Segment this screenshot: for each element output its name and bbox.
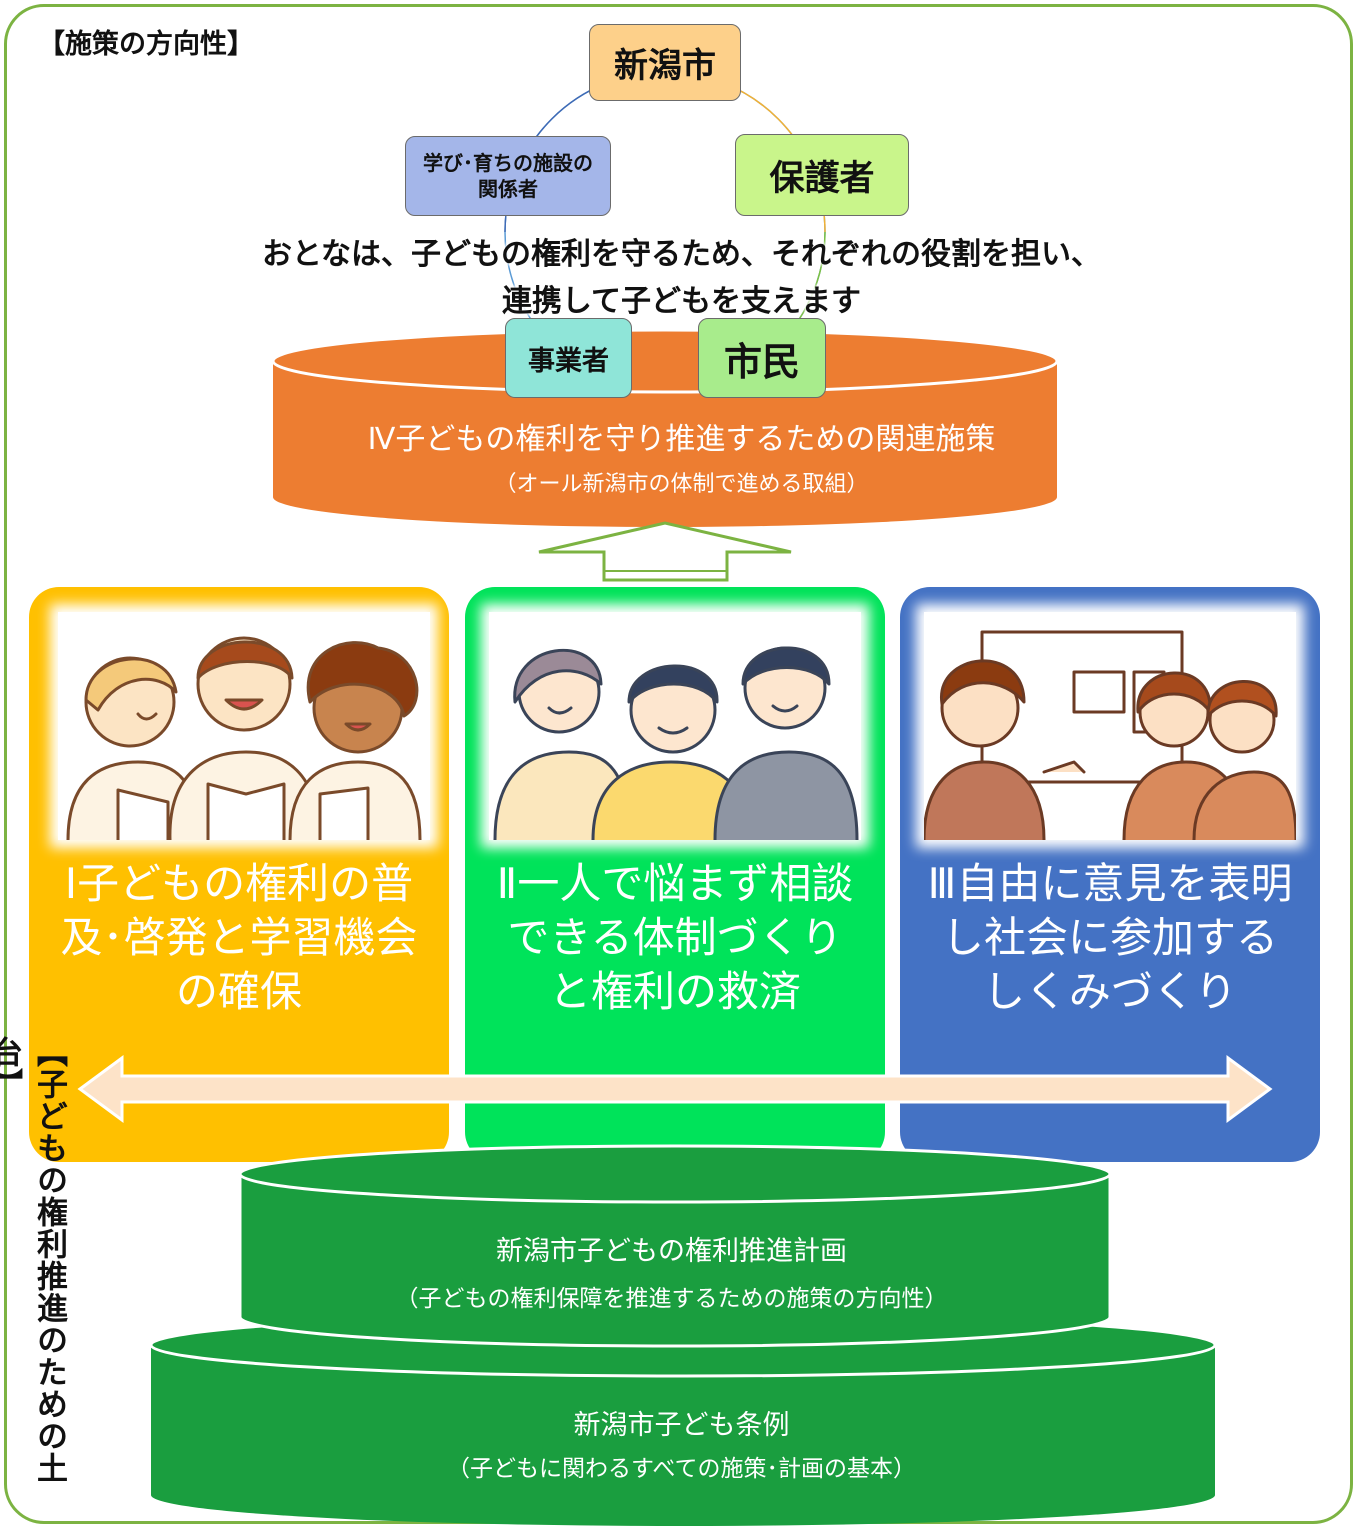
measure-iv-subtitle: （オール新潟市の体制で進める取組） (494, 472, 869, 497)
pillar-i-title: Ⅰ子どもの権利の普及･啓発と学習機会の確保 (60, 859, 418, 1016)
support-consultation-illustration (489, 612, 861, 842)
actor-facility-staff: 学び･育ちの施設の関係者 (405, 136, 611, 216)
pillar-ii-title: Ⅱ一人で悩まず相談できる体制づくりと権利の救済 (496, 859, 854, 1016)
statement-line-2: 連携して子どもを支えます (501, 284, 862, 319)
double-arrow-icon (80, 1058, 1270, 1120)
plan-title: 新潟市子どもの権利推進計画 (496, 1236, 847, 1267)
statement-line-1: おとなは、子どもの権利を守るため、それぞれの役割を担い、 (261, 237, 1102, 272)
actor-business: 事業者 (505, 318, 632, 398)
up-arrow-icon (538, 521, 792, 582)
pillar-iii-title: Ⅲ自由に意見を表明し社会に参加するしくみづくり (927, 859, 1293, 1016)
section-title: 【施策の方向性】 (38, 29, 254, 60)
foundation-label: 【子どもの権利推進のための土台】 (0, 1036, 67, 1484)
measure-iv-title: Ⅳ子どもの権利を守り推進するための関連施策 (367, 422, 996, 457)
actor-city: 新潟市 (589, 24, 741, 101)
measure-iv-drum (271, 328, 1059, 527)
children-reading-illustration (58, 612, 430, 842)
actor-guardians: 保護者 (735, 134, 909, 216)
actor-citizens: 市民 (698, 318, 826, 398)
plan-subtitle: （子どもの権利保障を推進するための施策の方向性） (395, 1286, 948, 1312)
ordinance-title: 新潟市子ども条例 (573, 1410, 790, 1441)
presentation-illustration (922, 612, 1298, 842)
ordinance-subtitle: （子どもに関わるすべての施策･計画の基本） (447, 1456, 916, 1482)
